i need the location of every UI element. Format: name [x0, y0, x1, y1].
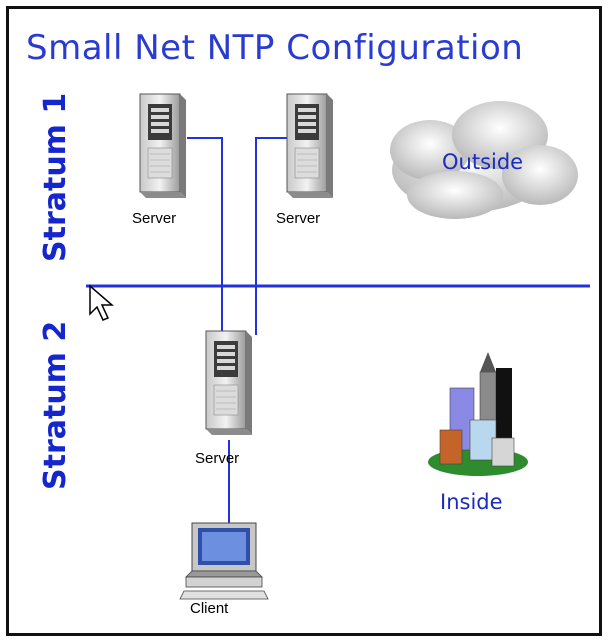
inside-label: Inside	[440, 490, 503, 514]
diagram-frame	[6, 6, 602, 636]
server-icon	[205, 330, 253, 436]
server-icon	[139, 93, 187, 199]
client-label: Client	[190, 600, 229, 617]
computer-icon	[179, 522, 269, 600]
link-left-server	[187, 137, 223, 335]
server-label: Server	[276, 210, 321, 227]
buildings-icon	[428, 352, 528, 476]
server-label: Server	[195, 450, 240, 467]
link-right-server	[255, 137, 291, 335]
server-label: Server	[132, 210, 177, 227]
mouse-pointer-icon	[89, 284, 115, 321]
outside-label: Outside	[442, 150, 524, 174]
cloud-icon	[390, 101, 578, 219]
server-icon	[286, 93, 334, 199]
diagram-title: Small Net NTP Configuration	[26, 28, 524, 68]
